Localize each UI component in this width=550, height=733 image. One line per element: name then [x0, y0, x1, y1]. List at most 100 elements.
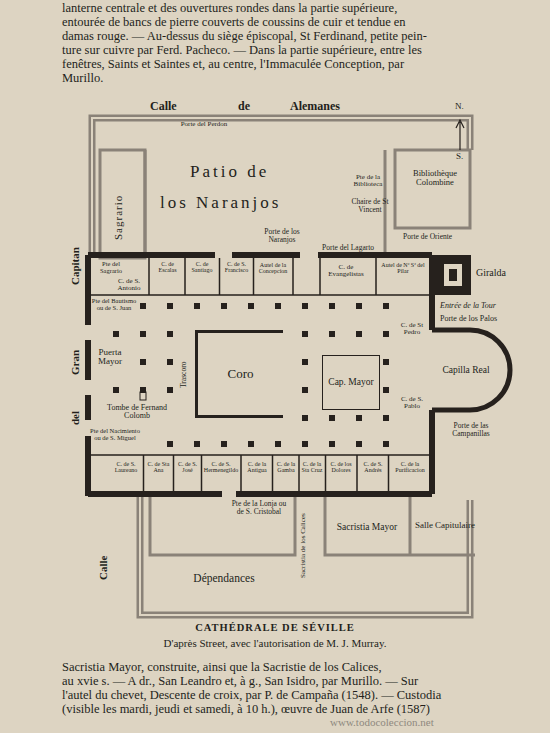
plan-label: Autel de Nª Sª del Pilar: [380, 262, 426, 275]
body-text: entourée de bancs de pierre couverts de …: [62, 16, 406, 29]
room-box: Bibliothèque Colombine: [398, 156, 472, 200]
plan-label: Pte del Nacimiento ou de S. Miguel: [90, 428, 140, 442]
plan-label: Sagrario: [113, 195, 125, 240]
pillar: [383, 303, 389, 309]
plan-label: Trascoro: [180, 362, 188, 388]
pillar: [113, 331, 119, 337]
plan-label: Patio de: [190, 163, 269, 181]
pillar: [356, 331, 362, 337]
pillar: [302, 331, 308, 337]
room-name: Dépendances: [193, 572, 254, 585]
room-box: Sacristia Mayor: [332, 505, 402, 549]
room-box: Cap. Mayor: [322, 355, 380, 410]
pillar: [248, 441, 254, 447]
pillar: [275, 441, 281, 447]
plan-label: Porte de los Naranjos: [250, 228, 314, 244]
pillar: [275, 303, 281, 309]
plan-label: Calle: [98, 556, 110, 580]
pillar: [383, 387, 389, 393]
pillar: [356, 415, 362, 421]
plan-label: Pte del Sagrario: [92, 261, 130, 275]
outer-walls: [92, 118, 470, 615]
plan-label: N.: [455, 102, 464, 111]
plan-label: Porte de Oriente: [403, 233, 452, 241]
pillar: [329, 441, 335, 447]
room-box: Dépendances: [160, 563, 288, 593]
plan-credit: D'après Street, avec l'autorisation de M…: [0, 638, 550, 650]
plan-label: Giralda: [476, 268, 506, 279]
plan-label: Pte del Bautismo ou de S. Juan: [91, 298, 137, 312]
plan-label: C. de S. Pablo: [395, 396, 429, 411]
plan-label: C. de la Gamba: [274, 461, 298, 474]
plan-label: C. de la Antigua: [243, 461, 271, 474]
columns: [113, 303, 389, 447]
body-text: l'autel du chevet, Descente de croix, pa…: [62, 689, 441, 702]
capilla-real-apse: [432, 330, 510, 410]
plan-label: Sacristia de los Calices: [300, 513, 307, 578]
pillar: [221, 303, 227, 309]
plan-label: del: [70, 411, 82, 425]
tomb-slab: [140, 392, 146, 400]
plan-label: C. de S. José: [175, 461, 200, 474]
pillar: [140, 331, 146, 337]
pillar: [140, 359, 146, 365]
pillar: [383, 331, 389, 337]
plan-label: Porte del Lagarto: [322, 244, 374, 252]
plan-label: Gran: [70, 350, 82, 375]
pillar: [167, 359, 173, 365]
body-text: (visible les mardi, jeudi et samedi, à 1…: [62, 703, 430, 716]
pillar: [383, 359, 389, 365]
pillar: [167, 331, 173, 337]
plan-label: C. de Santiago: [187, 261, 217, 274]
pillar: [140, 303, 146, 309]
body-text: lanterne centrale et des ouvertures rond…: [62, 2, 397, 15]
pillar: [167, 441, 173, 447]
plan-label: de: [238, 100, 250, 113]
plan-label: C. de la Purificacion: [390, 461, 430, 474]
pillar: [113, 387, 119, 393]
plan-label: S.: [456, 152, 463, 161]
room-box: Capilla Real: [434, 348, 498, 392]
pillar: [221, 441, 227, 447]
plan-label: C. de Sta Ana: [145, 461, 172, 474]
chapel-partitions: [90, 258, 430, 492]
giralda-tower: [435, 255, 471, 295]
body-text: fenêtres, Saints et Saintes et, au centr…: [62, 58, 404, 71]
body-text: damas rouge. — Au-dessus du siège épisco…: [62, 30, 427, 43]
pillar: [140, 387, 146, 393]
pillar: [356, 441, 362, 447]
room-name: Coro: [228, 367, 254, 381]
north-arrow: [456, 120, 464, 150]
room-name: Salle Capitulaire: [415, 521, 475, 531]
plan-label: C. de S. Antonio: [112, 278, 146, 293]
plan-label: C. de Evangelistas: [322, 264, 370, 279]
pillar: [167, 303, 173, 309]
plan-label: Alemanes: [290, 100, 340, 113]
room-name: Sacristia Mayor: [337, 522, 397, 532]
pillar: [302, 441, 308, 447]
cathedral-walls: [88, 255, 432, 496]
plan-label: Puerta Mayor: [92, 348, 128, 367]
pillar: [167, 387, 173, 393]
plan-label: C. de los Dolores: [327, 461, 355, 474]
room-name: Capilla Real: [442, 365, 489, 375]
plan-label: C. de Escalas: [152, 261, 183, 274]
plan-label: Tombe de Fernand Colomb: [106, 404, 168, 421]
plan-label: los Naranjos: [160, 194, 281, 212]
body-text: ture sur cuivre par Ferd. Pacheco. — Dan…: [62, 44, 422, 57]
plan-label: C. de St Pedro: [395, 322, 429, 337]
body-text: Murillo.: [62, 72, 103, 85]
pillar: [329, 331, 335, 337]
plan-label: C. de S. Laureano: [110, 461, 142, 474]
pillar: [302, 303, 308, 309]
plan-label: Pte de la Lonja ou de S. Cristobal: [228, 500, 290, 516]
plan-label: Autel de la Concepcion: [256, 262, 290, 275]
plan-label: Chaire de St Vincent: [348, 198, 392, 214]
watermark: www.todocoleccion.net: [330, 717, 434, 729]
plan-label: Porte de los Palos: [440, 315, 497, 323]
plan-label: Entrée de la Tour: [440, 302, 496, 310]
plan-title: CATHÉDRALE DE SÉVILLE: [0, 622, 550, 633]
pillar: [302, 387, 308, 393]
pillar: [329, 415, 335, 421]
